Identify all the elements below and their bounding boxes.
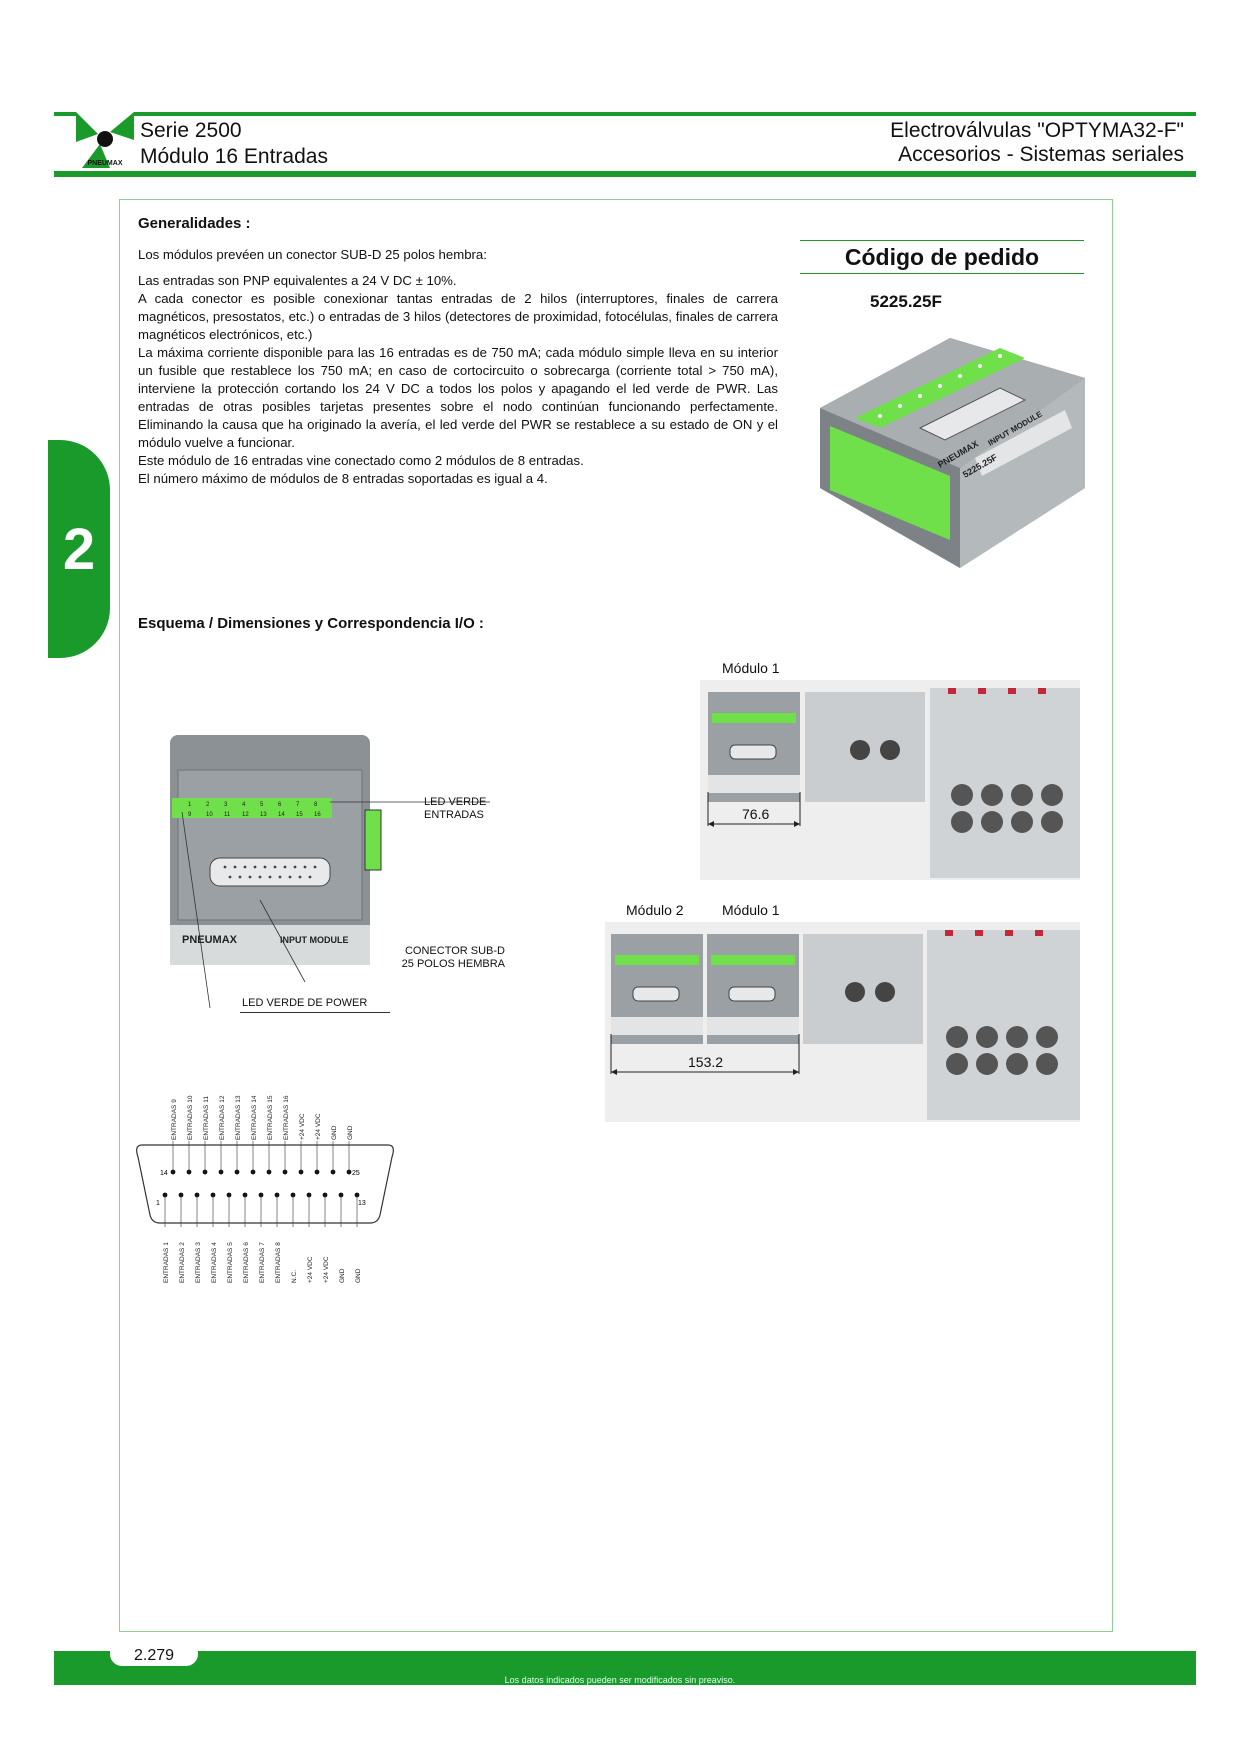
led-number: 5 bbox=[260, 802, 264, 808]
pin-label: +24 VDC bbox=[323, 1256, 330, 1283]
led-power-underline bbox=[240, 1012, 390, 1013]
paragraph: Los módulos prevéen un conector SUB-D 25… bbox=[138, 247, 487, 262]
led-number: 6 bbox=[278, 802, 282, 808]
led-number: 7 bbox=[296, 802, 300, 808]
led-number: 3 bbox=[224, 802, 228, 808]
category-title: Accesorios - Sistemas seriales bbox=[898, 143, 1184, 166]
svg-text:INPUT MODULE: INPUT MODULE bbox=[280, 935, 349, 945]
led-number: 1 bbox=[188, 802, 192, 808]
modulo-1-label-b: Módulo 1 bbox=[722, 902, 780, 918]
schema-title: Esquema / Dimensiones y Correspondencia … bbox=[138, 615, 484, 632]
conector-label: CONECTOR SUB-D 25 POLOS HEMBRA bbox=[390, 945, 505, 971]
pin-label: ENTRADAS 12 bbox=[219, 1095, 226, 1140]
generalidades-body: Los módulos prevéen un conector SUB-D 25… bbox=[138, 246, 778, 488]
led-number: 2 bbox=[206, 802, 210, 808]
header-top-rule bbox=[54, 112, 1196, 116]
series-title: Serie 2500 bbox=[140, 119, 242, 142]
led-power-label: LED VERDE DE POWER bbox=[242, 997, 368, 1009]
led-number: 15 bbox=[296, 812, 303, 818]
pin-label: ENTRADAS 4 bbox=[211, 1242, 218, 1283]
chapter-tab: 2 bbox=[48, 440, 110, 658]
pin-label: ENTRADAS 1 bbox=[163, 1242, 170, 1283]
pin-label: ENTRADAS 2 bbox=[179, 1242, 186, 1283]
product-title: Electroválvulas "OPTYMA32-F" bbox=[890, 119, 1184, 142]
modulo-1-label: Módulo 1 bbox=[722, 660, 780, 676]
width-double: 153.2 bbox=[688, 1054, 724, 1070]
pin-label: ENTRADAS 16 bbox=[283, 1095, 290, 1140]
order-code-title: Código de pedido bbox=[800, 240, 1084, 274]
pneumax-logo: PNEUMAX bbox=[76, 112, 134, 168]
svg-text:PNEUMAX: PNEUMAX bbox=[182, 934, 238, 946]
footer-bar bbox=[54, 1651, 1196, 1685]
led-verde-line1: LED VERDE bbox=[424, 796, 487, 808]
double-module-assembly bbox=[605, 922, 1080, 1122]
conector-line2: 25 POLOS HEMBRA bbox=[401, 958, 505, 970]
led-number: 13 bbox=[260, 812, 267, 818]
content-frame bbox=[119, 199, 1113, 1632]
pin-label: +24 VDC bbox=[299, 1113, 306, 1140]
generalidades-title: Generalidades : bbox=[138, 215, 251, 232]
led-number: 11 bbox=[224, 812, 231, 818]
svg-text:14: 14 bbox=[160, 1170, 168, 1177]
led-verde-line2: ENTRADAS bbox=[424, 809, 484, 821]
footer-notice: Los datos indicados pueden ser modificad… bbox=[504, 1675, 736, 1685]
pin-label: +24 VDC bbox=[315, 1113, 322, 1140]
paragraph: A cada conector es posible conexionar ta… bbox=[138, 291, 778, 342]
led-verde-label: LED VERDE ENTRADAS bbox=[424, 796, 486, 822]
pin-label: ENTRADAS 3 bbox=[195, 1242, 202, 1283]
paragraph: La máxima corriente disponible para las … bbox=[138, 345, 778, 450]
single-module-assembly bbox=[700, 680, 1080, 880]
led-number: 14 bbox=[278, 812, 285, 818]
pin-label: ENTRADAS 11 bbox=[203, 1096, 210, 1140]
module-title: Módulo 16 Entradas bbox=[140, 145, 328, 168]
paragraph: El número máximo de módulos de 8 entrada… bbox=[138, 471, 548, 486]
pin-label: ENTRADAS 15 bbox=[267, 1095, 274, 1140]
order-code: 5225.25F bbox=[870, 292, 942, 311]
pin-label: N.C. bbox=[291, 1270, 298, 1283]
pin-label: +24 VDC bbox=[307, 1256, 314, 1283]
svg-text:13: 13 bbox=[358, 1200, 366, 1207]
pin-label: ENTRADAS 8 bbox=[275, 1242, 282, 1283]
svg-text:1: 1 bbox=[156, 1200, 160, 1207]
page-number: 2.279 bbox=[110, 1646, 198, 1666]
pin-label: ENTRADAS 7 bbox=[259, 1242, 266, 1283]
pin-label: GND bbox=[331, 1125, 338, 1140]
width-single: 76.6 bbox=[742, 806, 770, 822]
pin-label: ENTRADAS 13 bbox=[235, 1095, 242, 1140]
pin-label: GND bbox=[339, 1268, 346, 1283]
paragraph: Este módulo de 16 entradas vine conectad… bbox=[138, 453, 584, 468]
pin-label: ENTRADAS 5 bbox=[227, 1242, 234, 1283]
pin-label: GND bbox=[347, 1125, 354, 1140]
pin-label: ENTRADAS 10 bbox=[187, 1095, 194, 1140]
pin-label: GND bbox=[355, 1268, 362, 1283]
led-number: 12 bbox=[242, 812, 249, 818]
led-number: 9 bbox=[188, 812, 192, 818]
svg-text:25: 25 bbox=[352, 1170, 360, 1177]
led-number: 16 bbox=[314, 812, 321, 818]
led-number: 10 bbox=[206, 812, 213, 818]
pin-label: ENTRADAS 9 bbox=[171, 1099, 178, 1140]
header-bottom-rule bbox=[54, 171, 1196, 177]
led-number: 4 bbox=[242, 802, 246, 808]
pin-label: ENTRADAS 6 bbox=[243, 1242, 250, 1283]
paragraph: Las entradas son PNP equivalentes a 24 V… bbox=[138, 273, 457, 288]
product-illustration: INPUT MODULE 5225.25F PNEUMAX bbox=[820, 338, 1085, 568]
conector-line1: CONECTOR SUB-D bbox=[404, 945, 505, 957]
pin-label: ENTRADAS 14 bbox=[251, 1095, 258, 1140]
led-number: 8 bbox=[314, 802, 318, 808]
modulo-2-label: Módulo 2 bbox=[626, 902, 684, 918]
chapter-number: 2 bbox=[62, 516, 96, 582]
svg-text:PNEUMAX: PNEUMAX bbox=[87, 160, 122, 167]
